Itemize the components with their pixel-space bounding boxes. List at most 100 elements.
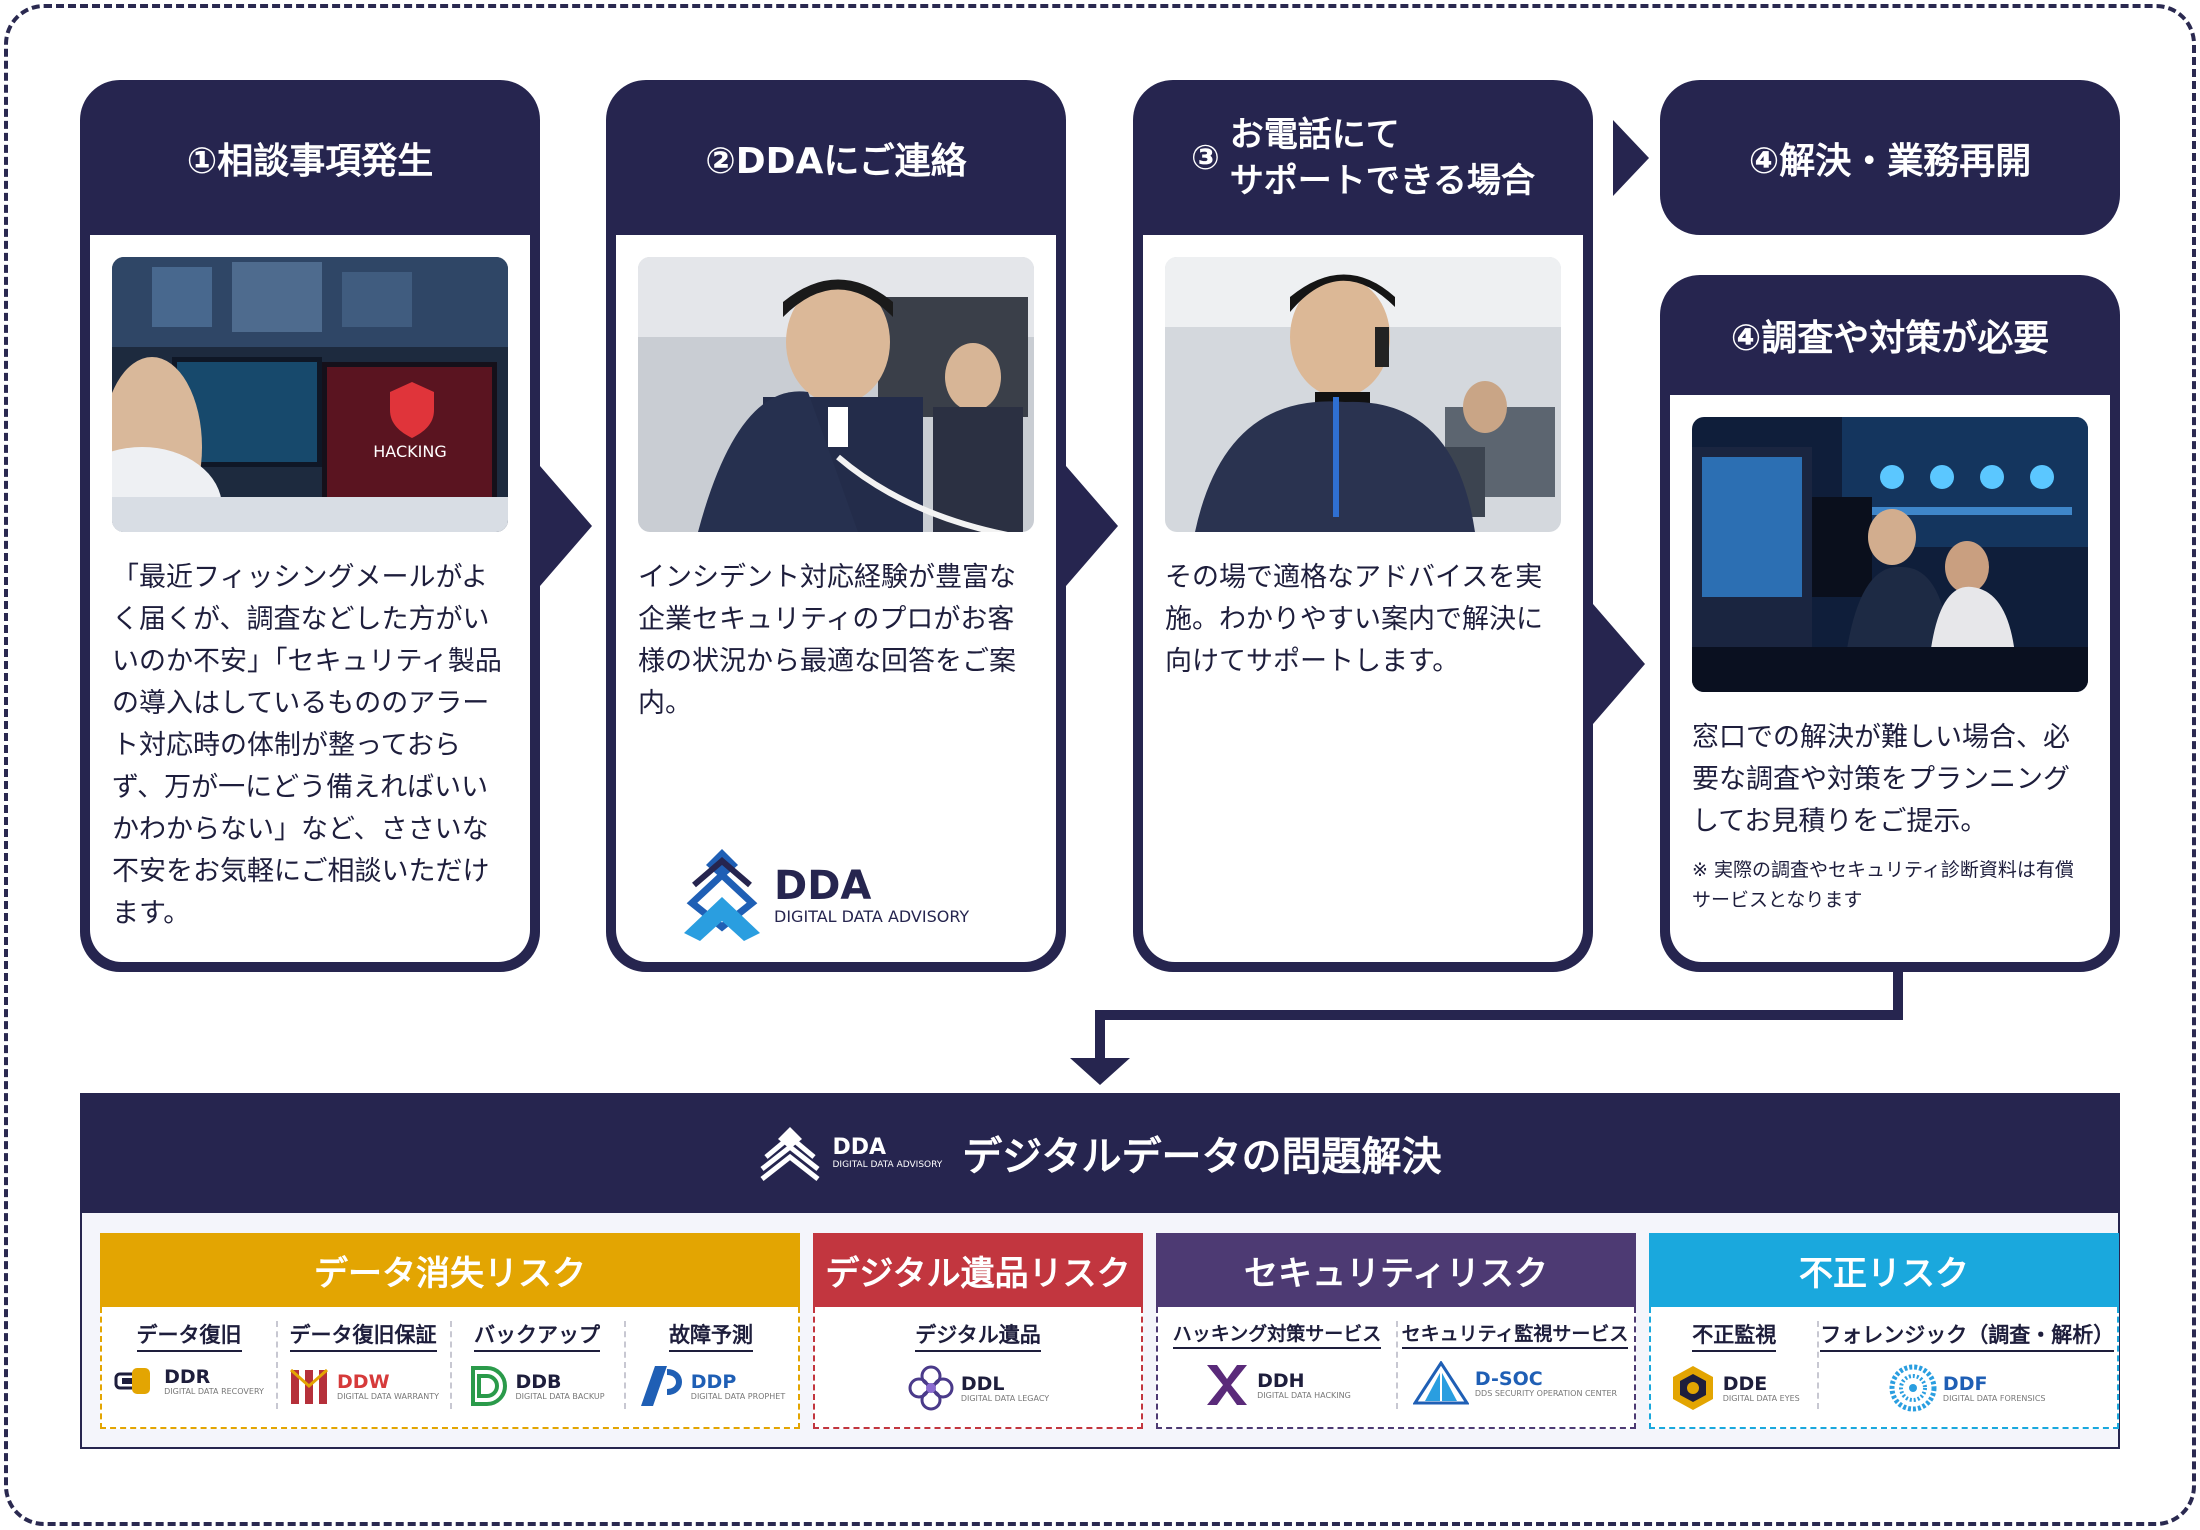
- step-4b-photo: [1692, 417, 2088, 692]
- logo-sub: DDS SECURITY OPERATION CENTER: [1474, 1388, 1618, 1398]
- service-name: セキュリティ監視サービス: [1401, 1319, 1629, 1349]
- service-name: 故障予測: [669, 1319, 753, 1352]
- chevron-right-icon: [1593, 604, 1645, 724]
- logo-sub: DIGITAL DATA BACKUP: [515, 1391, 605, 1401]
- service-name: データ復旧: [136, 1319, 242, 1352]
- step-3-photo: [1165, 257, 1561, 532]
- step-3-title-line1: お電話にて: [1229, 114, 1400, 155]
- logo-code: D-SOC: [1474, 1367, 1543, 1390]
- step-3-body: その場で適格なアドバイスを実施。わかりやすい案内で解決に向けてサポートします。: [1143, 235, 1583, 962]
- hacking-screen-text: HACKING: [373, 442, 446, 461]
- step-1-description: 「最近フィッシングメールがよく届くが、調査などした方がいいのか不安」「セキュリテ…: [112, 562, 502, 929]
- step-3-description: その場で適格なアドバイスを実施。わかりやすい案内で解決に向けてサポートします。: [1165, 562, 1543, 677]
- solutions-header: DDA DIGITAL DATA ADVISORY デジタルデータの問題解決: [80, 1093, 2120, 1213]
- logo-code: DDW: [337, 1370, 390, 1393]
- risk-title: デジタル遺品リスク: [813, 1233, 1143, 1307]
- ddl-icon: [908, 1365, 954, 1411]
- step-1-title: ①相談事項発生: [186, 140, 434, 182]
- solutions-title: デジタルデータの問題解決: [962, 1134, 1442, 1180]
- ddh-icon: [1207, 1365, 1248, 1405]
- step-3-card: ③ お電話にて サポートできる場合 その場で適格なアドバイスを実施。わかりやすい…: [1133, 80, 1593, 972]
- step-3-title-line2: サポートできる場合: [1229, 160, 1536, 201]
- dda-logo-small: DDA DIGITAL DATA ADVISORY: [758, 1125, 942, 1181]
- dda-logo: DDA DIGITAL DATA ADVISORY: [680, 845, 969, 945]
- step-2-title: ②DDAにご連絡: [705, 140, 967, 182]
- dashed-frame: [4, 4, 2196, 1526]
- step-1-photo: HACKING: [112, 257, 508, 532]
- logo-code: DDB: [515, 1370, 562, 1393]
- ddr-icon: [114, 1368, 151, 1394]
- service-name: ハッキング対策サービス: [1172, 1319, 1382, 1349]
- step-3-title-text: お電話にて サポートできる場合: [1230, 112, 1535, 204]
- dda-logo-small-name: DDA: [832, 1135, 887, 1160]
- step-2-card: ②DDAにご連絡 インシデント対応経験が豊富な企業セキュリティのプロがお客様の状…: [606, 80, 1066, 972]
- logo-code: DDP: [690, 1370, 737, 1393]
- logo-code: DDH: [1257, 1369, 1305, 1392]
- chevron-right-icon: [540, 466, 592, 586]
- logo-code: DDR: [164, 1365, 211, 1388]
- ddf-icon: [1889, 1364, 1937, 1412]
- step-2-body: インシデント対応経験が豊富な企業セキュリティのプロがお客様の状況から最適な回答を…: [616, 235, 1056, 962]
- step-1-body: HACKING 「最近フィッシングメールがよく届くが、調査などした方がいいのか不…: [90, 235, 530, 962]
- logo-sub: DIGITAL DATA WARRANTY: [337, 1391, 439, 1401]
- step-4a-card: ④解決・業務再開: [1660, 80, 2120, 235]
- logo-code: DDE: [1722, 1372, 1768, 1395]
- service-name: フォレンジック（調査・解析）: [1820, 1319, 2115, 1352]
- logo-sub: DIGITAL DATA PROPHET: [690, 1391, 786, 1401]
- step-4b-card: ④調査や対策が必要 窓口での解決が難しい場合、必要な調査や対策をプラ: [1660, 275, 2120, 972]
- ddb-icon: [471, 1366, 508, 1406]
- service-name: データ復旧保証: [289, 1319, 437, 1352]
- step-4a-title: ④解決・業務再開: [1748, 140, 2032, 182]
- d-soc-icon: [1412, 1361, 1469, 1405]
- logo-sub: DIGITAL DATA EYES: [1722, 1393, 1800, 1403]
- service-name: 不正監視: [1692, 1319, 1777, 1352]
- dda-logo-small-sub: DIGITAL DATA ADVISORY: [832, 1160, 943, 1170]
- dda-logo-sub: DIGITAL DATA ADVISORY: [774, 906, 970, 926]
- dda-mark-icon: [684, 849, 760, 941]
- logo-sub: DIGITAL DATA LEGACY: [960, 1393, 1050, 1403]
- step-2-photo: [638, 257, 1034, 532]
- dda-logo-name: DDA: [774, 862, 872, 909]
- ddp-icon: [640, 1366, 682, 1406]
- logo-sub: DIGITAL DATA FORENSICS: [1942, 1393, 2046, 1403]
- risk-title: 不正リスク: [1649, 1233, 2119, 1307]
- risk-title: データ消失リスク: [100, 1233, 800, 1307]
- logo-code: DDF: [1942, 1372, 1988, 1395]
- dde-icon: [1672, 1366, 1713, 1410]
- dda-mark-icon: [760, 1127, 821, 1181]
- step-4b-body: 窓口での解決が難しい場合、必要な調査や対策をプランニングしてお見積りをご提示。 …: [1670, 395, 2110, 962]
- service-name: バックアップ: [474, 1319, 600, 1352]
- step-2-description: インシデント対応経験が豊富な企業セキュリティのプロがお客様の状況から最適な回答を…: [638, 562, 1016, 719]
- risk-title: セキュリティリスク: [1156, 1233, 1636, 1307]
- logo-sub: DIGITAL DATA RECOVERY: [164, 1386, 264, 1396]
- step-4b-title: ④調査や対策が必要: [1730, 318, 2050, 359]
- ddw-icon: [290, 1368, 329, 1404]
- step-1-card: ①相談事項発生 HACKING 「最近フィッシングメールがよく届くが、調査などし…: [80, 80, 540, 972]
- logo-code: DDL: [960, 1372, 1005, 1395]
